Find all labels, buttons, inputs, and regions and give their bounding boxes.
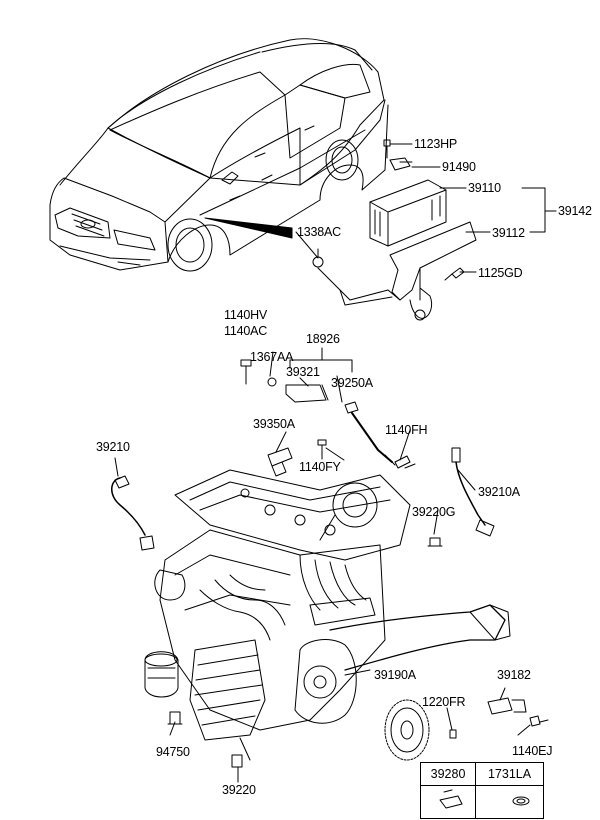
table-header-39280: 39280 (419, 762, 477, 786)
part-label-18926: 18926 (306, 332, 340, 346)
part-label-94750: 94750 (156, 745, 190, 759)
part-label-1220FR: 1220FR (422, 695, 466, 709)
part-label-39112: 39112 (492, 226, 525, 240)
table-cell-grommet-icon (475, 785, 544, 819)
part-label-39182: 39182 (497, 668, 531, 682)
table-header-1731LA: 1731LA (475, 762, 544, 786)
part-label-1367AA: 1367AA (250, 350, 294, 364)
part-label-39210: 39210 (96, 440, 130, 454)
engine-assembly (114, 351, 549, 783)
part-label-1123HP: 1123HP (414, 137, 458, 151)
part-label-1338AC: 1338AC (297, 225, 341, 239)
sensor-parts (111, 347, 495, 551)
part-label-39321: 39321 (286, 365, 320, 379)
part-label-1140AC: 1140AC (224, 324, 268, 338)
part-label-39350A: 39350A (253, 417, 295, 431)
part-label-39210A: 39210A (478, 485, 520, 499)
part-label-1125GD: 1125GD (478, 266, 523, 280)
part-label-39190A: 39190A (374, 668, 416, 682)
part-label-39220: 39220 (222, 783, 256, 797)
part-label-1140FY: 1140FY (299, 460, 341, 474)
part-label-39142: 39142 (558, 204, 592, 218)
part-label-39250A: 39250A (331, 376, 373, 390)
part-label-39110: 39110 (468, 181, 501, 195)
ecm-assembly (295, 139, 557, 321)
part-label-1140EJ: 1140EJ (512, 744, 553, 758)
part-label-91490: 91490 (442, 160, 476, 174)
parts-reference-table: 39280 1731LA (419, 762, 544, 819)
car-illustration (49, 38, 389, 272)
part-label-1140FH: 1140FH (385, 423, 428, 437)
part-label-1140HV: 1140HV (224, 308, 268, 322)
part-label-39220G: 39220G (412, 505, 456, 519)
table-cell-clip-icon (419, 785, 477, 819)
